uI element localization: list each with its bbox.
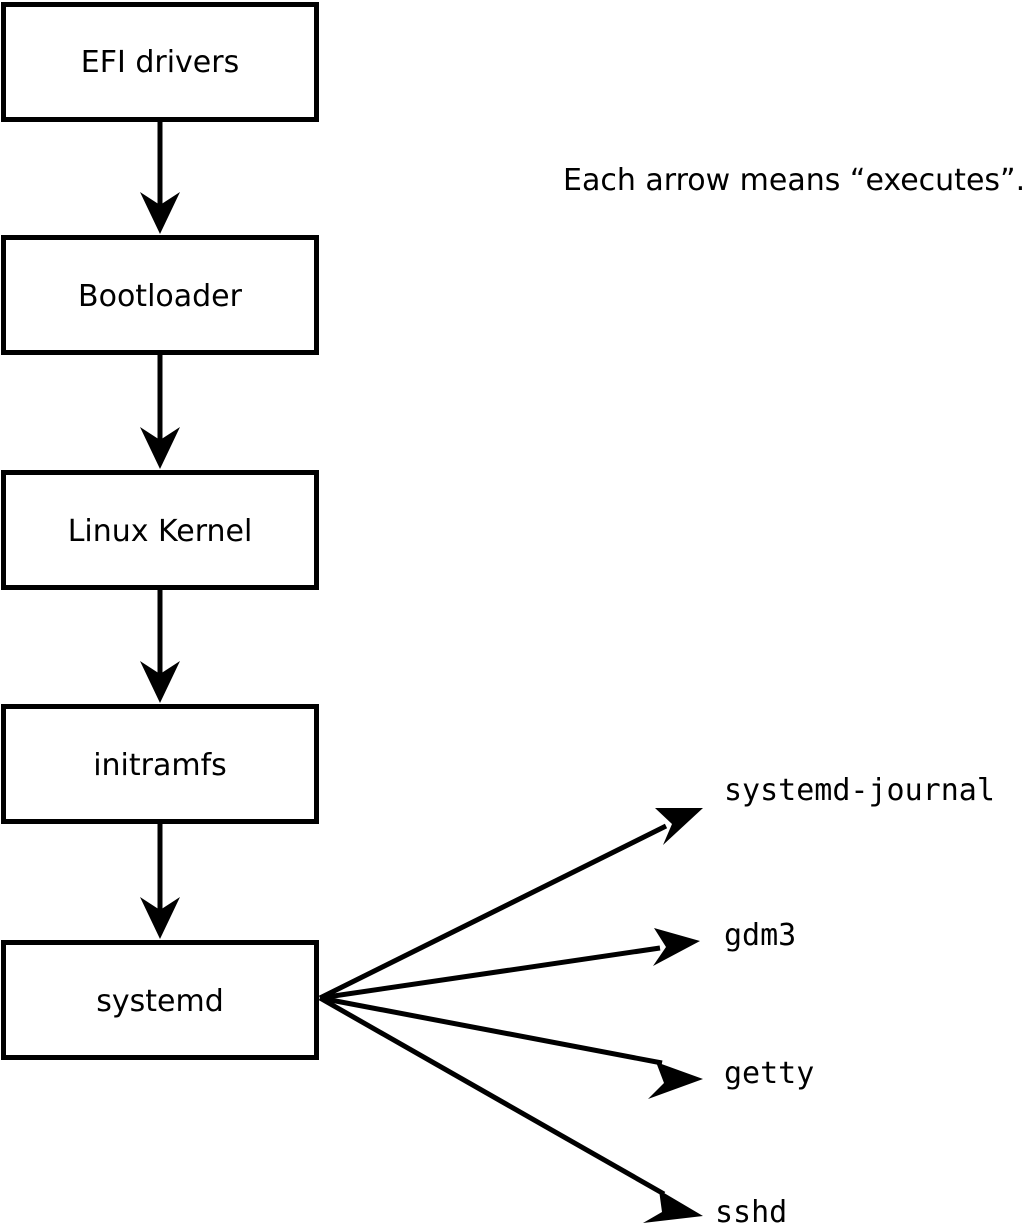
arrowhead-icon bbox=[655, 808, 703, 845]
node-bootloader[interactable]: Bootloader bbox=[1, 235, 319, 355]
process-label-getty: getty bbox=[724, 1056, 814, 1091]
node-box bbox=[1, 235, 319, 355]
edge-line bbox=[318, 823, 668, 1001]
fan-out-edges-group bbox=[318, 808, 703, 1223]
node-label: Bootloader bbox=[78, 279, 243, 314]
edge-systemd-to-gdm3 bbox=[319, 928, 700, 1001]
process-label-sshd: sshd bbox=[715, 1195, 787, 1230]
legend-caption: Each arrow means “executes”. bbox=[563, 163, 1023, 198]
node-label: Linux Kernel bbox=[68, 514, 253, 549]
edge-line bbox=[319, 995, 663, 1066]
node-label: EFI drivers bbox=[81, 45, 239, 80]
process-labels-group: systemd-journal gdm3 getty sshd bbox=[715, 773, 995, 1230]
arrowhead-icon bbox=[643, 1190, 703, 1223]
process-label-systemd-journal: systemd-journal bbox=[724, 773, 995, 808]
node-label: systemd bbox=[96, 984, 224, 1019]
process-label-gdm3: gdm3 bbox=[724, 918, 796, 953]
edge-systemd-to-sshd bbox=[318, 995, 703, 1223]
node-label: initramfs bbox=[93, 748, 227, 783]
arrowhead-icon bbox=[648, 1062, 703, 1099]
edge-line bbox=[318, 995, 666, 1197]
edge-systemd-to-systemd-journal bbox=[318, 808, 703, 1001]
edge-bootloader-to-linux-kernel bbox=[140, 355, 180, 469]
node-systemd[interactable]: systemd bbox=[1, 940, 319, 1060]
arrowhead-down-icon bbox=[140, 897, 180, 939]
edge-linux-kernel-to-initramfs bbox=[140, 590, 180, 703]
node-box bbox=[1, 2, 319, 122]
arrowhead-down-icon bbox=[140, 427, 180, 469]
vertical-edges-group bbox=[140, 120, 180, 939]
boxes-group: EFI drivers Bootloader Linux Kernel init… bbox=[1, 2, 319, 1060]
edge-systemd-to-getty bbox=[319, 995, 703, 1099]
node-linux-kernel[interactable]: Linux Kernel bbox=[1, 470, 319, 590]
node-box bbox=[1, 940, 319, 1060]
arrowhead-icon bbox=[653, 928, 700, 966]
edge-line bbox=[319, 945, 661, 1001]
edge-efi-drivers-to-bootloader bbox=[140, 120, 180, 234]
arrowhead-down-icon bbox=[140, 192, 180, 234]
arrowhead-down-icon bbox=[140, 661, 180, 703]
node-initramfs[interactable]: initramfs bbox=[1, 704, 319, 824]
node-box bbox=[1, 704, 319, 824]
edge-initramfs-to-systemd bbox=[140, 824, 180, 939]
node-efi-drivers[interactable]: EFI drivers bbox=[1, 2, 319, 122]
node-box bbox=[1, 470, 319, 590]
